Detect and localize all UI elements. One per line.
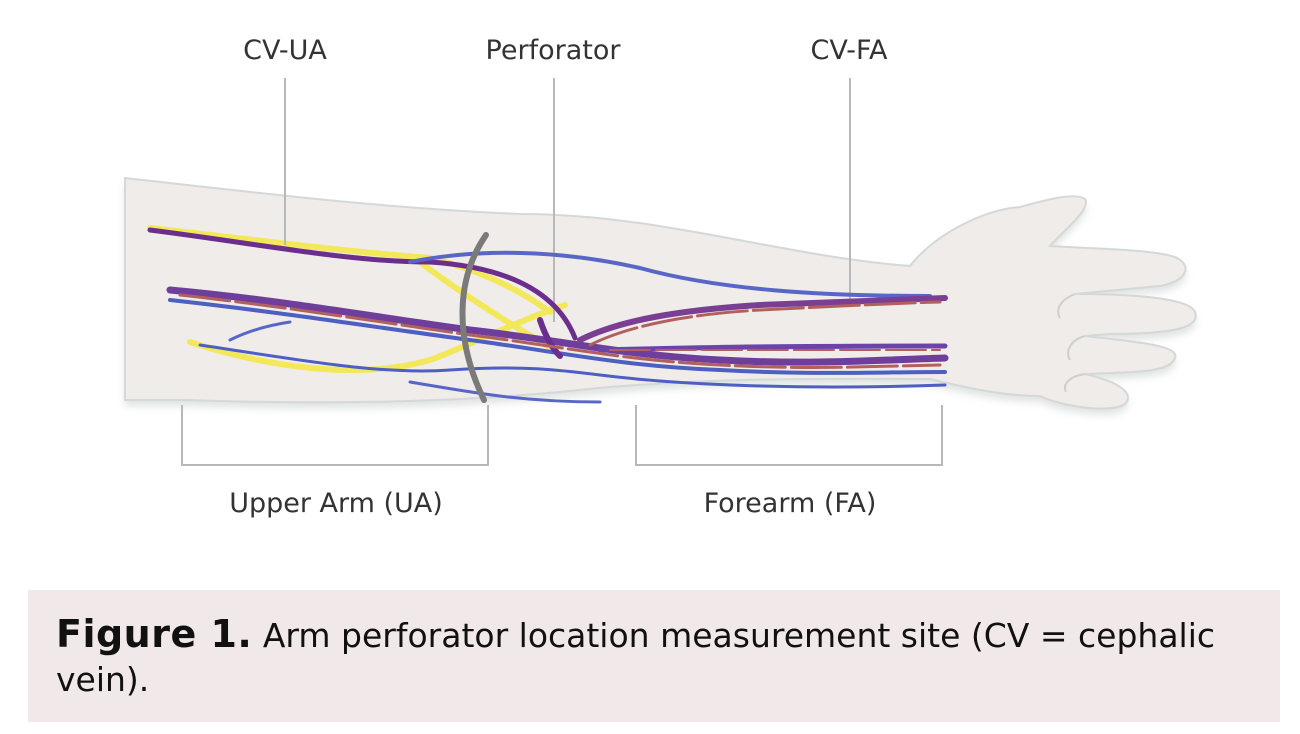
- label-upper-arm: Upper Arm (UA): [229, 488, 443, 519]
- label-cv-ua: CV-UA: [243, 35, 327, 66]
- upper-arm-bracket: [181, 405, 489, 466]
- figure-caption: Figure 1. Arm perforator location measur…: [28, 590, 1280, 722]
- label-perforator: Perforator: [485, 35, 621, 66]
- perforator-marker: [459, 232, 489, 403]
- veins: [147, 227, 949, 404]
- caption-text: Figure 1. Arm perforator location measur…: [56, 612, 1246, 702]
- caption-label: Figure 1.: [56, 612, 253, 656]
- label-cv-fa: CV-FA: [810, 35, 888, 66]
- arm-illustration: [124, 78, 1197, 466]
- forearm-bracket: [635, 405, 943, 466]
- finger-lines: [1057, 293, 1086, 393]
- arteries: [178, 293, 942, 369]
- arm-body: [124, 176, 1197, 410]
- caption-body: Arm perforator location measurement site…: [56, 616, 1216, 699]
- label-forearm: Forearm (FA): [703, 488, 877, 519]
- arm-diagram: CV-UA Perforator CV-FA Upper Arm (UA) Fo…: [124, 35, 1197, 519]
- leader-lines: [181, 78, 943, 466]
